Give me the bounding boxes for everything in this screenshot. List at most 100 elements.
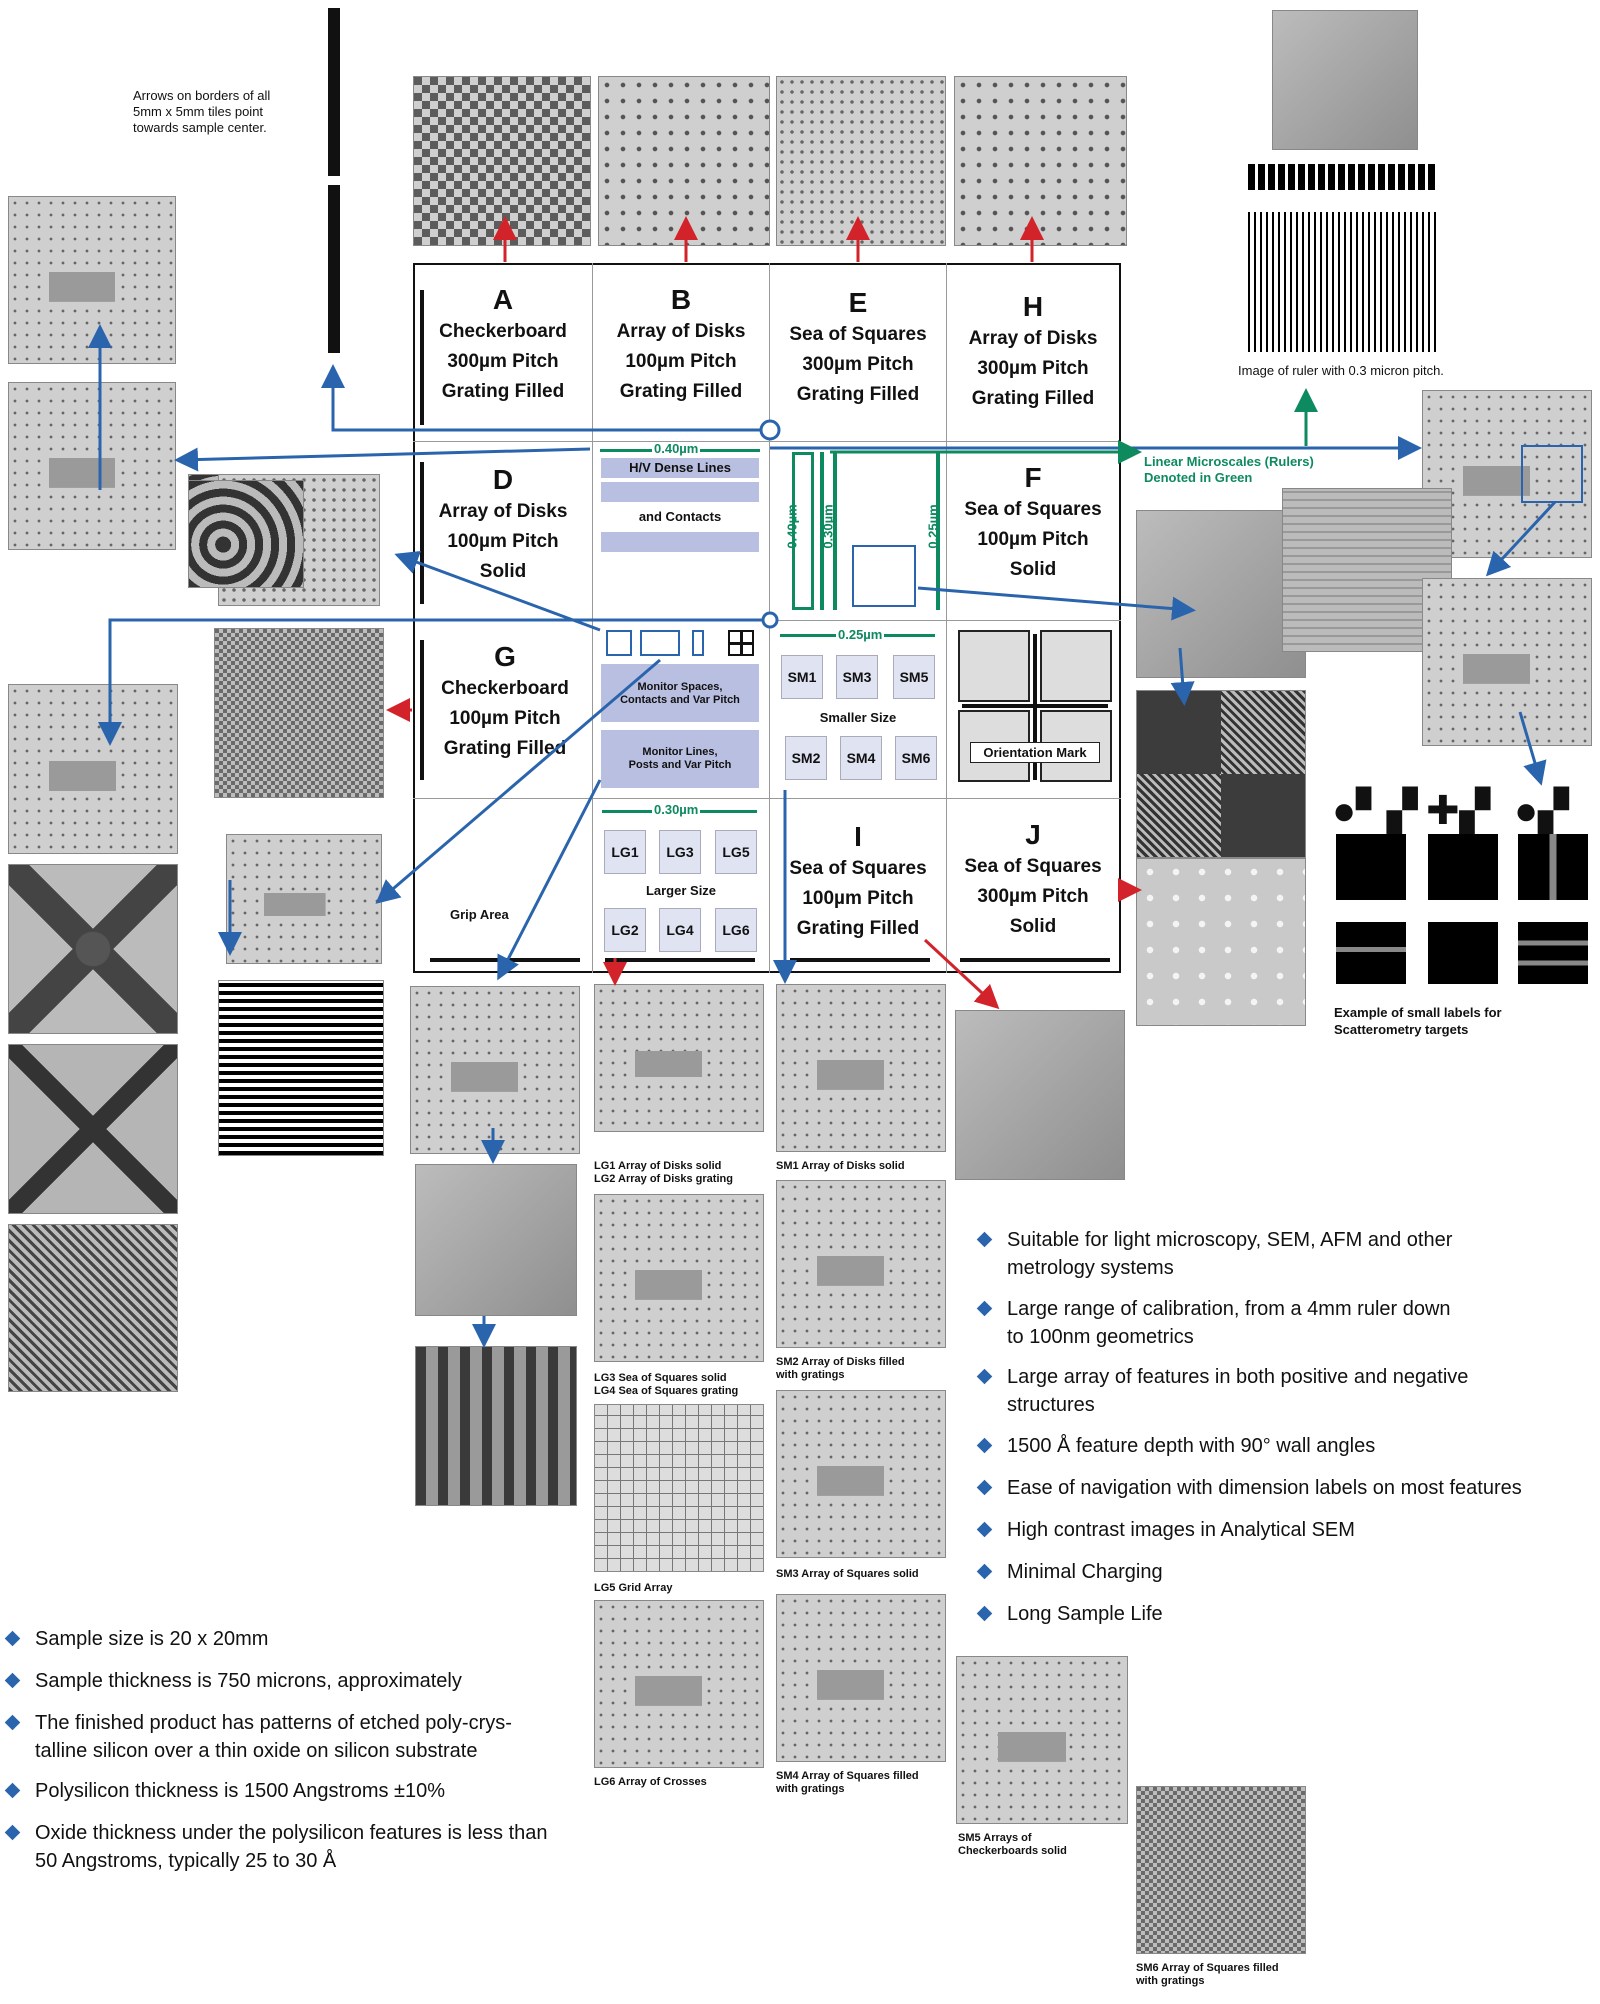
feature-item: The finished product has patterns of etc… — [4, 1709, 512, 1765]
lg6-caption: LG6 Array of Crosses — [594, 1776, 707, 1788]
tile-line: 300µm Pitch — [802, 354, 914, 375]
feature-item: High contrast images in Analytical SEM — [976, 1516, 1355, 1544]
checkerboard-100-image — [214, 628, 384, 798]
green-ruler — [820, 452, 824, 610]
sm6-image — [1136, 1786, 1306, 1954]
tile-letter: J — [1025, 819, 1041, 850]
monitor-lines-image — [410, 986, 580, 1154]
tile-line: 100µm Pitch — [625, 351, 737, 372]
tile-line: 100µm Pitch — [447, 531, 559, 552]
tile-line: Solid — [1009, 916, 1057, 937]
scatter-target — [1518, 834, 1588, 900]
scatter-target — [1336, 922, 1406, 984]
feature-item: Large range of calibration, from a 4mm r… — [976, 1295, 1451, 1351]
tile-line: Grating Filled — [443, 738, 567, 759]
feature-item: Oxide thickness under the polysilicon fe… — [4, 1819, 548, 1875]
scatter-target — [1428, 834, 1498, 900]
tile-line: Grating Filled — [971, 388, 1095, 409]
tile-letter: G — [494, 641, 516, 672]
tile-line: 300µm Pitch — [977, 358, 1089, 379]
tile-line: Array of Disks — [438, 501, 568, 522]
scatter-symbols: ●▘▞✚▞●▞ — [1332, 789, 1569, 833]
lg34-caption: LG3 Sea of Squares solid LG4 Sea of Squa… — [594, 1372, 739, 1397]
dim-030: 0.30µm — [652, 802, 701, 817]
sm4-image — [776, 1594, 946, 1762]
tile-line: Grating Filled — [441, 381, 565, 402]
sm1-caption: SM1 Array of Disks solid — [776, 1160, 905, 1172]
feature-item: Minimal Charging — [976, 1558, 1163, 1586]
ruler-caption: Image of ruler with 0.3 micron pitch. — [1238, 363, 1444, 378]
lg3-box: LG3 — [659, 830, 701, 874]
tile-line: Sea of Squares — [964, 856, 1102, 877]
ruler-strip — [328, 8, 340, 176]
grid-line — [413, 798, 1121, 799]
feature-text: Long Sample Life — [1007, 1603, 1163, 1625]
dim-040: 0.40µm — [652, 441, 701, 456]
tile-line: Sea of Squares — [789, 324, 927, 345]
dimension-labels-image — [415, 1164, 577, 1316]
tile-b: B Array of Disks 100µm Pitch Grating Fil… — [593, 283, 769, 407]
border-mark — [960, 958, 1110, 962]
lg1-box: LG1 — [604, 830, 646, 874]
lg1-lg2-image — [594, 984, 764, 1132]
small-square-target — [852, 545, 916, 607]
sm2-caption: SM2 Array of Disks filled with gratings — [776, 1356, 905, 1381]
lg6-crosses-image — [594, 1600, 764, 1768]
ruler-tip-image — [1272, 10, 1418, 150]
concentric-disks-image — [188, 480, 304, 588]
tile-letter: F — [1024, 462, 1042, 493]
hv-lines-label: H/V Dense Lines — [629, 460, 731, 475]
orientation-mark-label: Orientation Mark — [970, 742, 1100, 763]
scatterometry-note: Example of small labels for Scatterometr… — [1334, 1005, 1502, 1037]
border-mark — [420, 640, 424, 780]
sm6-caption: SM6 Array of Squares filled with grating… — [1136, 1962, 1279, 1987]
tile-line: Sea of Squares — [789, 858, 927, 879]
border-mark — [420, 290, 424, 425]
grip-area-label: Grip Area — [450, 907, 509, 922]
tile-line: 300µm Pitch — [977, 886, 1089, 907]
green-ruler — [936, 452, 940, 610]
tile-d: D Array of Disks 100µm Pitch Solid — [415, 463, 591, 587]
monitor-lines-label: Monitor Lines, Posts and Var Pitch — [628, 746, 732, 771]
sm4-box: SM4 — [840, 736, 882, 780]
feature-text: Ease of navigation with dimension labels… — [1007, 1477, 1522, 1499]
tile-a: A Checkerboard 300µm Pitch Grating Fille… — [415, 283, 591, 407]
smaller-size-label: Smaller Size — [819, 710, 897, 725]
labels-array-image — [8, 382, 176, 550]
lg5-box: LG5 — [715, 830, 757, 874]
feature-item: 1500 Å feature depth with 90° wall angle… — [976, 1432, 1375, 1460]
dense-lines-bar — [601, 532, 759, 552]
tile-letter: E — [848, 287, 868, 318]
feature-text: The finished product has patterns of etc… — [35, 1712, 512, 1762]
tile-line: 100µm Pitch — [802, 888, 914, 909]
sm5-box: SM5 — [893, 655, 935, 699]
ruler-strip — [328, 185, 340, 353]
tile-line: Grating Filled — [796, 918, 920, 939]
microscales-note: Linear Microscales (Rulers) Denoted in G… — [1144, 454, 1314, 485]
tile-i: I Sea of Squares 100µm Pitch Grating Fil… — [770, 820, 946, 944]
monitor-lines-bar — [601, 730, 759, 788]
nested-squares-image — [218, 980, 384, 1156]
border-mark — [420, 462, 424, 604]
feature-text: Large array of features in both positive… — [1007, 1366, 1469, 1416]
feature-text: Sample size is 20 x 20mm — [35, 1628, 269, 1650]
sm3-image — [776, 1390, 946, 1558]
tile-line: Grating Filled — [796, 384, 920, 405]
feature-text: Suitable for light microscopy, SEM, AFM … — [1007, 1229, 1453, 1279]
sm3-box: SM3 — [836, 655, 878, 699]
red-arrows — [386, 216, 1142, 1010]
scatter-target — [1518, 922, 1588, 984]
checkerboard-300-image — [413, 76, 591, 246]
tile-h: H Array of Disks 300µm Pitch Grating Fil… — [947, 290, 1119, 414]
sm4-caption: SM4 Array of Squares filled with grating… — [776, 1770, 919, 1795]
tile-g: G Checkerboard 100µm Pitch Grating Fille… — [415, 640, 595, 764]
tile-line: Sea of Squares — [964, 499, 1102, 520]
monitor-box — [692, 630, 704, 656]
lg12-caption: LG1 Array of Disks solid LG2 Array of Di… — [594, 1160, 733, 1185]
lg3-lg4-image — [594, 1194, 764, 1362]
sample-grid — [413, 263, 1121, 973]
nested-square-ruler-image — [1136, 510, 1306, 678]
arrows-note: Arrows on borders of all 5mm x 5mm tiles… — [133, 88, 271, 135]
cross-mark — [728, 630, 754, 656]
